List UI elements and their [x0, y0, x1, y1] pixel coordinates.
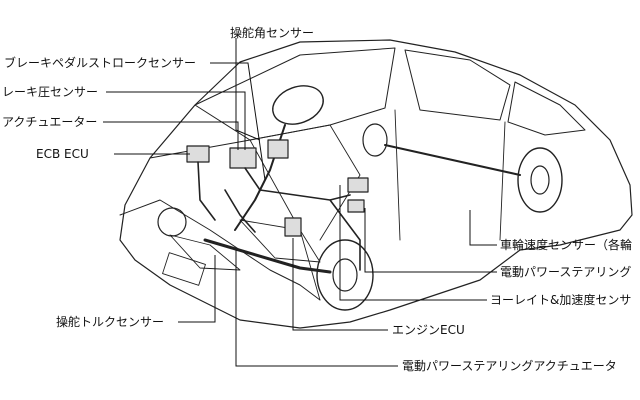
leader-eps-actuator [235, 250, 398, 367]
hood-line [149, 124, 361, 241]
label-engine-ecu: エンジンECU [392, 323, 465, 337]
leader-brake-pedal [210, 62, 266, 181]
headlight [239, 219, 321, 263]
front-wheel [316, 239, 374, 311]
leader-brake-pressure [106, 91, 246, 150]
leader-yaw-rate [339, 185, 487, 301]
rear-wheel [517, 147, 563, 213]
rear-wheel-hub [530, 165, 550, 195]
rear-axle [384, 144, 521, 176]
leader-engine-ecu [292, 238, 388, 331]
side-window-front [404, 49, 511, 121]
front-brake-disc [157, 207, 187, 237]
steering-rack [203, 238, 332, 274]
leader-steering-angle [235, 38, 261, 141]
rear-brake [362, 123, 388, 157]
leader-eps-ecu [364, 208, 497, 273]
steering-wheel [272, 85, 324, 125]
label-steering-angle-sensor: 操舵角センサー [230, 26, 315, 40]
leader-steering-torque [178, 255, 216, 323]
label-eps-actuator: 電動パワーステアリングアクチュエータ [402, 359, 617, 373]
label-yaw-rate-sensor: ヨーレイト&加速度センサ [490, 293, 632, 307]
yaw-sensor-box [347, 177, 369, 193]
car-body-outline [119, 39, 633, 329]
label-ecb-ecu: ECB ECU [36, 147, 89, 161]
front-wheel-hub [332, 258, 358, 292]
label-brake-pressure-sensor: レーキ圧センサー [2, 85, 99, 99]
label-eps-ecu: 電動パワーステアリング [500, 265, 632, 279]
label-wheel-speed-sensor: 車輪速度センサー（各輪 [500, 238, 633, 252]
leader-wheel-speed [469, 210, 497, 246]
label-actuator: アクチュエーター [2, 115, 98, 129]
label-steering-torque-sensor: 操舵トルクセンサー [56, 315, 165, 329]
brake-line [224, 189, 256, 233]
grille [169, 234, 241, 271]
actuator-box [229, 147, 257, 169]
engine-ecu-box [284, 217, 302, 237]
side-window-rear [507, 81, 586, 136]
label-brake-pedal-stroke-sensor: ブレーキペダルストロークセンサー [4, 56, 197, 70]
steering-sensor-box [267, 139, 289, 159]
leader-actuator [103, 121, 239, 150]
license-plate [162, 252, 206, 286]
eps-ecu-box [347, 199, 365, 213]
